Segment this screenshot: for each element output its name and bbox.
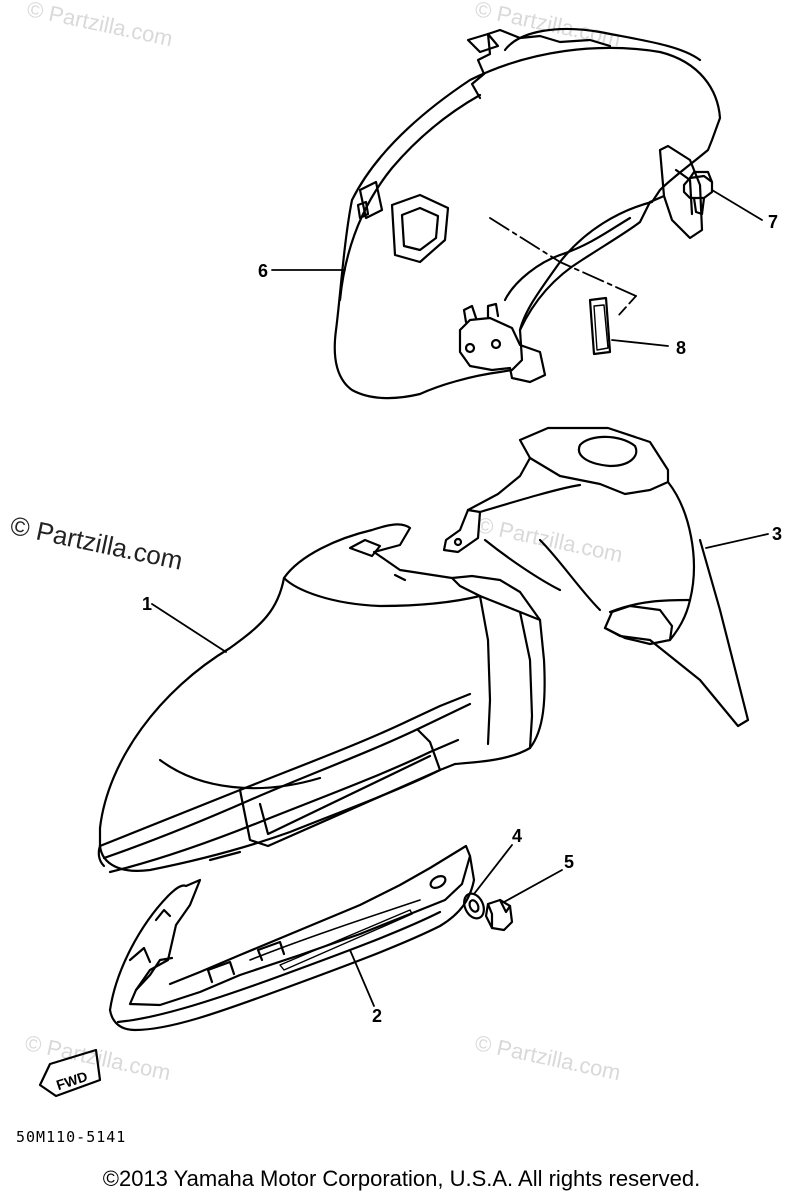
part-1-front-fender <box>97 523 546 874</box>
callout-6: 6 <box>258 261 268 281</box>
drawing-code: 50M110-5141 <box>16 1128 127 1146</box>
callout-4: 4 <box>512 826 522 846</box>
part-3-mudflap <box>442 426 750 728</box>
callouts: 1 2 3 4 5 6 7 8 <box>142 212 782 1026</box>
part-6-inner-fender <box>333 27 722 400</box>
leader-lines <box>151 189 769 1007</box>
callout-7: 7 <box>768 212 778 232</box>
callout-5: 5 <box>564 852 574 872</box>
fwd-arrow: FWD <box>38 1048 102 1098</box>
part-7-bolt <box>682 170 714 216</box>
callout-3: 3 <box>772 524 782 544</box>
part-8-label <box>588 296 612 356</box>
callout-2: 2 <box>372 1006 382 1026</box>
callout-1: 1 <box>142 594 152 614</box>
part-2-lower-guard <box>108 844 476 1032</box>
copyright-footer: ©2013 Yamaha Motor Corporation, U.S.A. A… <box>102 1166 701 1191</box>
part-4-washer <box>463 892 485 920</box>
callout-8: 8 <box>676 338 686 358</box>
part-5-nut <box>484 898 514 932</box>
